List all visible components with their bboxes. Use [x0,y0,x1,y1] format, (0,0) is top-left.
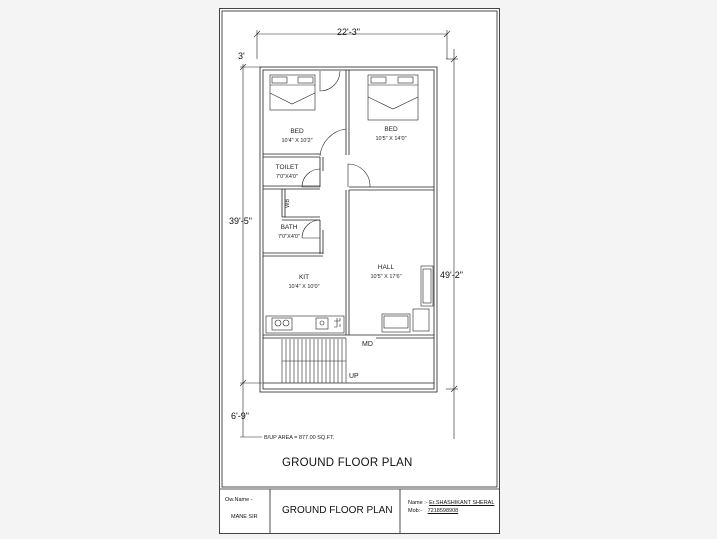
room-kitchen: KIT 10'4" X 10'0" [288,274,320,290]
dimension-left [239,63,262,438]
bed-furniture-2 [367,74,419,121]
plan-title: GROUND FLOOR PLAN [282,457,413,469]
room-bath: BATH 7'0"X4'0" [278,224,300,240]
room-toilet-name: TOILET [275,164,299,171]
owner-label: Ow.Name - [225,497,253,503]
room-hall-name: HALL [377,264,395,271]
designer-prefix: Name :- [408,500,428,506]
room-bed-1-size: 10'4" X 10'2" [281,137,313,144]
drawing-sheet: 22'-3" 3' 39'-5" 49'-2" 6'-9" BED 10'4" … [219,8,500,534]
room-wb-label: WB [285,199,291,208]
room-hall: HALL 10'5" X 17'6" [370,264,402,280]
room-bed-1: BED 10'4" X 10'2" [281,128,313,144]
room-bath-name: BATH [280,224,298,231]
title-block-title: GROUND FLOOR PLAN [282,505,393,516]
bed-furniture-1 [269,74,316,111]
room-bed-2: BED 10'5" X 14'0" [375,126,407,142]
dimension-width: 22'-3" [337,27,360,37]
mobile-label: Mob:- [408,508,423,514]
stair-up-label: UP [349,373,359,380]
room-kitchen-size: 10'4" X 10'0" [288,283,320,290]
mobile-number: 7218598908 [427,508,459,514]
room-hall-size: 10'5" X 17'6" [370,273,402,280]
drawing-border [221,10,498,488]
owner-name: MANE SIR [231,514,258,520]
outer-walls [259,66,438,393]
room-bath-size: 7'0"X4'0" [278,233,300,240]
door-swings [301,70,371,239]
interior-walls [263,70,434,384]
title-block [220,488,499,533]
floor-plan-drawing [220,10,499,533]
room-toilet-size: 7'0"X4'0" [276,173,298,180]
sofa-set [381,265,434,333]
room-bed-2-name: BED [384,126,398,133]
main-door-label: MD [362,341,373,348]
room-toilet: TOILET 7'0"X4'0" [275,164,299,180]
room-kitchen-name: KIT [298,274,310,281]
dimension-right-depth: 49'-2" [440,270,463,280]
designer-name: Er.SHASHIKANT SHERAL [429,500,495,506]
dimension-top [253,30,451,59]
designer-line: Name :- Er.SHASHIKANT SHERAL [408,500,495,507]
staircase [281,338,347,383]
mobile-line: Mob:- 7218598908 [408,508,459,515]
room-bed-1-name: BED [290,128,304,135]
room-bed-2-size: 10'5" X 14'0" [375,135,407,142]
dimension-right [446,49,458,439]
kitchen-counter [265,315,345,334]
dimension-left-depth: 39'-5" [229,216,252,226]
dimension-rear: 6'-9" [231,411,249,421]
dimension-front: 3' [238,51,245,61]
builtup-area: B/UP AREA = 877.00 SQ.FT. [264,435,335,441]
